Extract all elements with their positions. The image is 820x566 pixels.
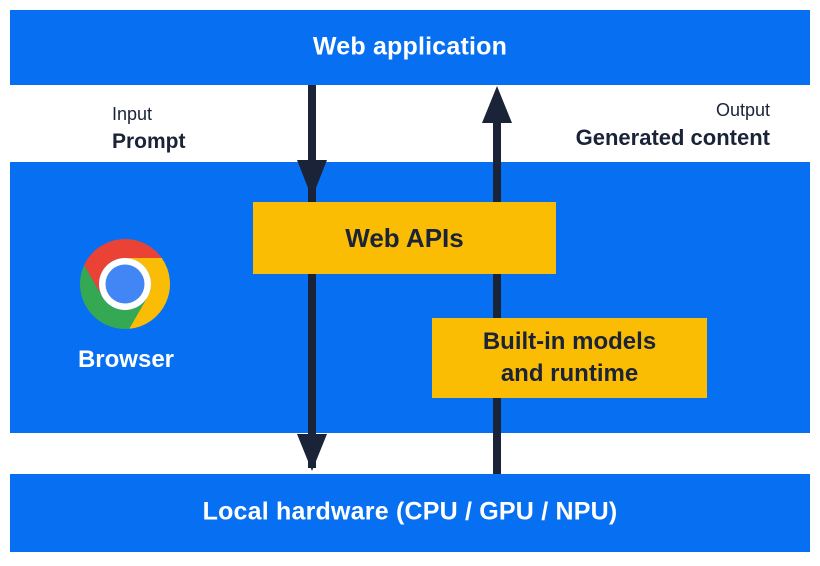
generated-content-label: Generated content (575, 125, 770, 150)
chrome-icon (79, 238, 171, 330)
browser-label: Browser (77, 346, 175, 373)
local-hardware-bar: Local hardware (CPU / GPU / NPU) (10, 474, 810, 552)
web-application-label: Web application (312, 31, 508, 60)
builtin-models-box: Built-in models and runtime (432, 318, 707, 398)
web-apis-box: Web APIs (253, 202, 556, 274)
builtin-models-line1: Built-in models (482, 328, 657, 356)
input-label: Input (112, 104, 153, 124)
prompt-label: Prompt (112, 130, 186, 153)
web-application-bar: Web application (10, 10, 810, 85)
local-hardware-label: Local hardware (CPU / GPU / NPU) (202, 497, 618, 526)
builtin-models-line2: and runtime (500, 360, 639, 387)
web-apis-label: Web APIs (345, 222, 464, 253)
output-label: Output (715, 100, 770, 120)
